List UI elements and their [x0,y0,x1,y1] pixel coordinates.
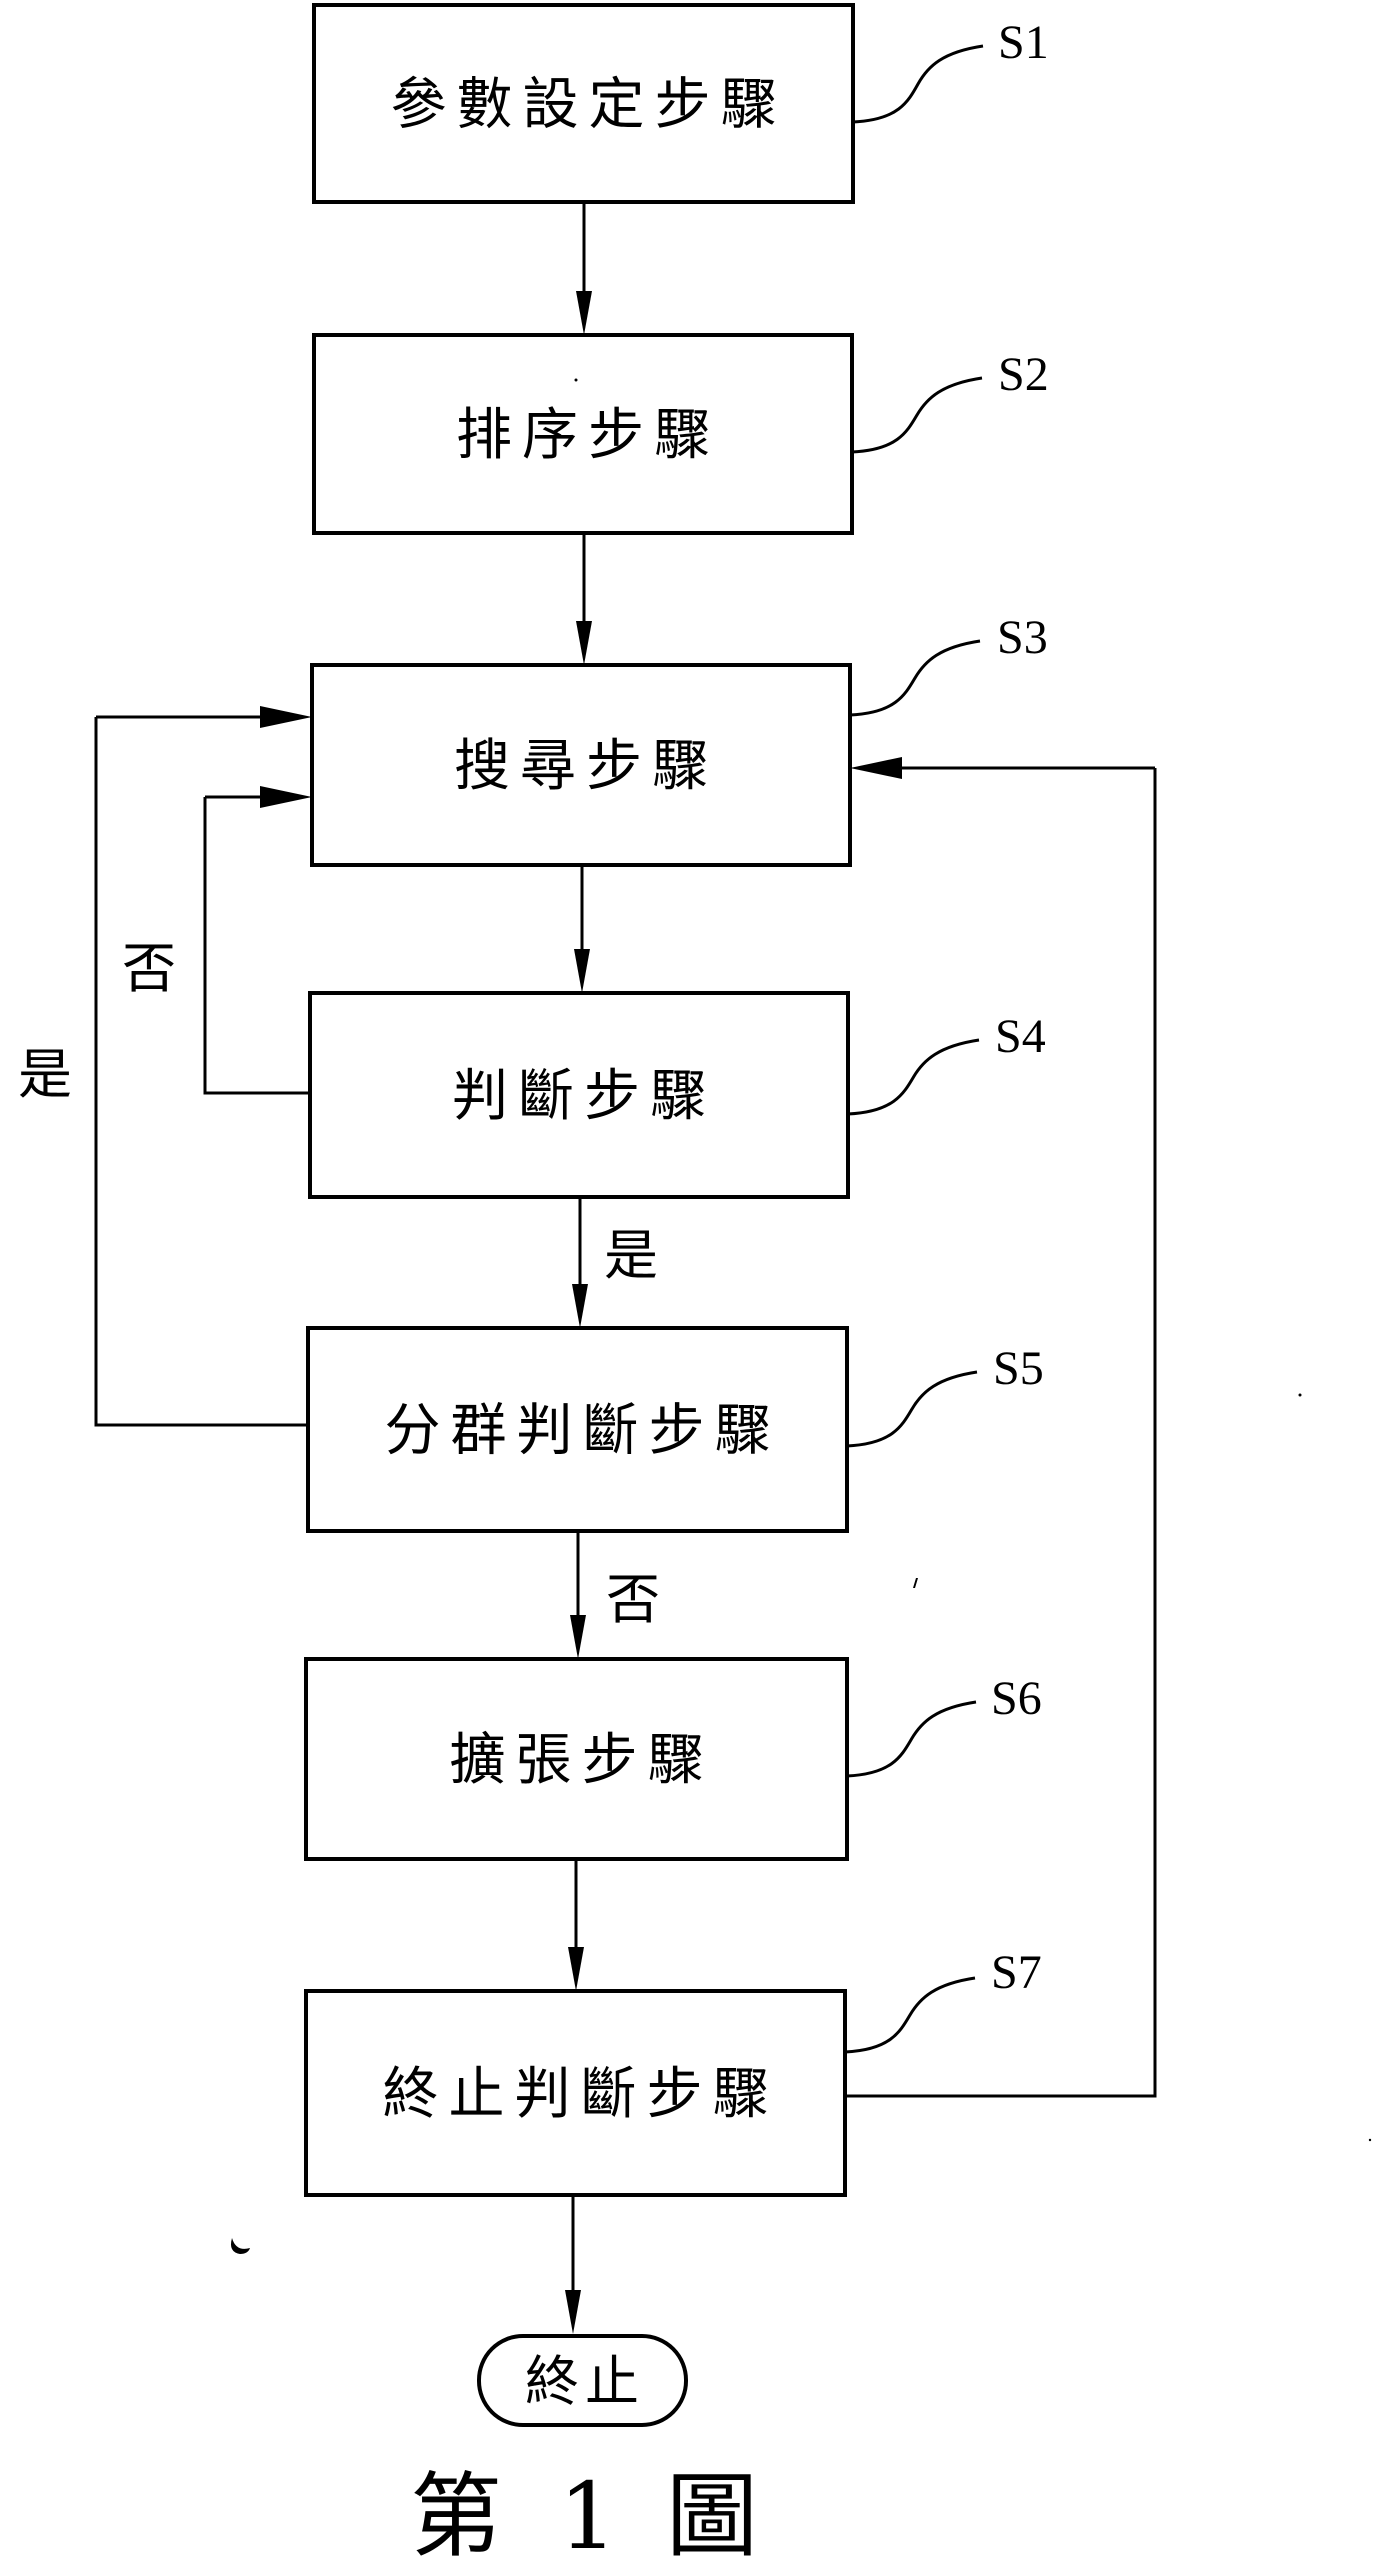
step-rect [308,991,850,1199]
step-label: 排序步驟 [456,403,720,468]
scan-speck [574,378,578,382]
scan-speck [1368,2138,1372,2142]
terminator-shape [477,2334,688,2427]
scan-speck [913,1578,918,1588]
leader-line-s6 [846,1700,977,1778]
step-box-s6: 擴張步驟 [304,1657,849,1861]
leader-line-s2 [851,376,983,454]
step-rect [310,663,852,867]
step-label: 分群判斷步驟 [385,1399,781,1464]
loop-s4-no-path [203,797,310,1095]
leader-line-s3 [849,639,981,717]
step-label: 判斷步驟 [452,1064,716,1129]
step-box-s3: 搜尋步驟 [310,663,852,867]
arrow-s1-s2-arrowhead [576,291,592,335]
step-label: 擴張步驟 [450,1728,714,1793]
step-rect [306,1326,849,1533]
loop-s5-yes-path [94,717,308,1427]
step-label: 終止判斷步驟 [383,2062,779,2127]
branch-label-s5-yes: 是 [18,1043,72,1106]
terminator-label: 終止 [525,2350,645,2413]
figure-caption: 第 1 圖 [410,2463,758,2560]
loop-s7-path [845,768,1157,2098]
arrow-s2-s3-arrowhead [576,621,592,665]
branch-label-s5-no: 否 [606,1568,660,1631]
step-box-s4: 判斷步驟 [308,991,850,1199]
arrow-loop-s4-no-arrowhead [260,786,312,808]
step-rect [312,333,854,535]
step-box-s5: 分群判斷步驟 [306,1326,849,1533]
step-label: 搜尋步驟 [454,734,718,799]
arrow-s6-s7-arrowhead [568,1947,584,1991]
terminator-end: 終止 [477,2334,688,2427]
step-box-s7: 終止判斷步驟 [304,1989,847,2197]
step-label: 參數設定步驟 [391,73,787,138]
leader-line-s7 [844,1976,976,2054]
ref-label-s5: S5 [993,1342,1044,1395]
caption-word-di: 第 [410,2463,502,2560]
arrow-loop-s5-yes-arrowhead [260,706,312,728]
leader-line-s4 [847,1038,980,1116]
step-rect [312,3,855,204]
ref-label-s6: S6 [991,1672,1042,1725]
ref-label-s7: S7 [991,1946,1042,1999]
ref-label-s3: S3 [997,611,1048,664]
step-rect [304,1989,847,2197]
arrow-s3-s4-arrowhead [574,949,590,993]
ref-label-s2: S2 [998,348,1049,401]
step-box-s2: 排序步驟 [312,333,854,535]
scan-speck [231,2238,250,2254]
ref-label-s4: S4 [995,1010,1046,1063]
arrow-s4-s5-arrowhead [572,1284,588,1328]
caption-word-tu: 圖 [666,2463,758,2560]
arrow-s5-s6-arrowhead [570,1615,586,1659]
arrow-loop-s7-arrowhead [850,757,902,779]
leader-line-s1 [852,44,984,124]
step-rect [304,1657,849,1861]
scan-speck [1298,1393,1302,1397]
step-box-s1: 參數設定步驟 [312,3,855,204]
branch-label-s4-yes: 是 [604,1224,658,1287]
ref-label-s1: S1 [998,16,1049,69]
caption-number: 1 [559,2463,618,2560]
leader-line-s5 [846,1370,978,1448]
branch-label-s4-no: 否 [122,937,176,1000]
arrow-s7-end-arrowhead [565,2290,581,2334]
connectors [94,202,1157,2334]
